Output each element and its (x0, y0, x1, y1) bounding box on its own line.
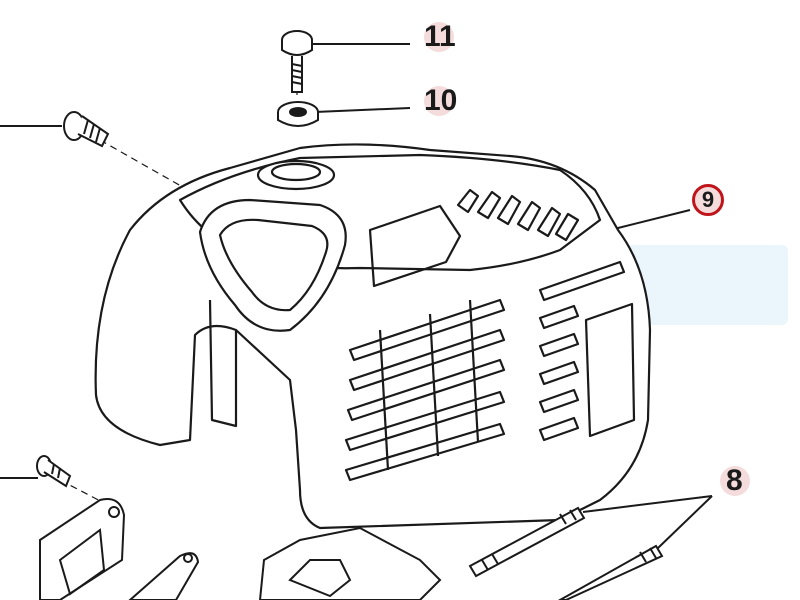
leader-9 (609, 209, 691, 231)
screw-lower-left (36, 455, 72, 488)
front-grille (344, 298, 506, 482)
screw-11 (281, 30, 313, 93)
bottom-parts (39, 498, 442, 600)
callout-10-highlight (424, 86, 454, 116)
washer-10 (277, 101, 319, 127)
screw-left (63, 111, 110, 148)
leader-8a (582, 495, 713, 513)
leader-8b (657, 495, 713, 549)
side-grille (538, 260, 636, 442)
callout-8: 8 (726, 464, 743, 497)
leader-lines (0, 43, 713, 549)
callout-11: 11 (424, 20, 456, 53)
engine-cover-9 (94, 143, 652, 530)
callout-10: 10 (424, 84, 458, 117)
callout-9-ring: 9 (692, 184, 724, 216)
top-vents (456, 188, 580, 242)
callout-9: 9 (701, 187, 715, 212)
studs-8 (468, 506, 664, 600)
callout-11-highlight (424, 22, 454, 52)
leader-10 (314, 107, 411, 113)
callout-8-highlight (720, 466, 750, 496)
